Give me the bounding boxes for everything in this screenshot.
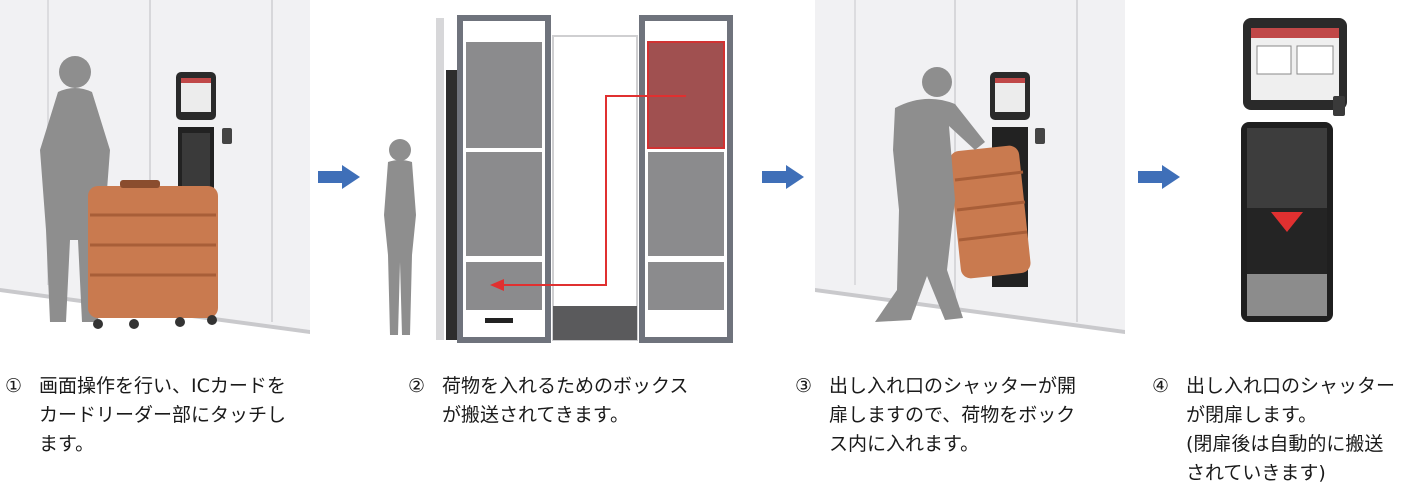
step2-illustration [384,15,733,343]
shutter [1241,122,1333,322]
arrow-right-icon [318,165,360,189]
arrow-right-icon [1138,165,1180,189]
suitcase [88,180,218,329]
step1-caption: ① 画面操作を行い、ICカードを カードリーダー部にタッチし ます。 [5,372,350,462]
step1-number: ① [5,375,23,397]
step2-caption: ② 荷物を入れるためのボックス が搬送されてきます。 [408,372,753,432]
step1-text: 画面操作を行い、ICカードを カードリーダー部にタッチし ます。 [39,375,287,455]
step4-caption: ④ 出し入れ口のシャッター が閉扉します。 (閉扉後は自動的に搬送 されていきま… [1152,372,1420,488]
step3-illustration [815,0,1125,334]
arrow-right-icon [762,165,804,189]
down-arrow-icon [1271,212,1303,232]
person-silhouette [875,67,985,322]
step1-illustration [0,0,310,345]
step4-number: ④ [1152,375,1170,397]
step2-text: 荷物を入れるためのボックス が搬送されてきます。 [442,375,689,426]
step3-caption: ③ 出し入れ口のシャッターが開 扉しますので、荷物をボック ス内に入れます。 [795,372,1140,462]
kiosk-screen [1243,18,1347,110]
step4-text: 出し入れ口のシャッター が閉扉します。 (閉扉後は自動的に搬送 されていきます) [1186,375,1396,484]
card-reader [1333,96,1345,116]
transport-path-arrow [502,95,686,286]
step2-number: ② [408,375,426,397]
step3-number: ③ [795,375,813,397]
storage-rack [436,15,733,343]
step3-text: 出し入れ口のシャッターが開 扉しますので、荷物をボック ス内に入れます。 [829,375,1077,455]
highlighted-box [647,41,725,149]
step4-illustration [1241,18,1347,322]
person-figure [384,139,416,335]
suitcase [949,145,1031,279]
